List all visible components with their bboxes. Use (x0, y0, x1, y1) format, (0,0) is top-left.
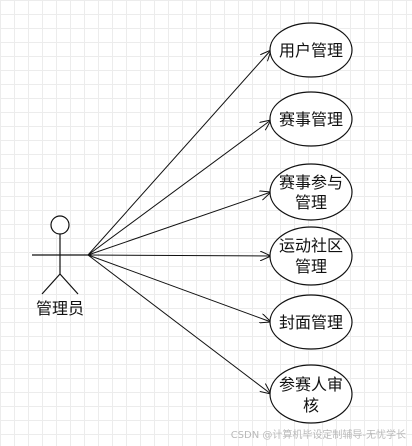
use-case-label: 用户管理 (279, 41, 343, 60)
use-case-label: 管理 (295, 257, 327, 276)
use-case-label: 赛事参与 (279, 173, 343, 192)
watermark: CSDN @计算机毕设定制辅导-无忧学长 (230, 430, 406, 441)
actor-label: 管理员 (36, 299, 84, 318)
association-arrow (87, 254, 271, 322)
association-arrow (87, 254, 271, 394)
actor-left-leg (41, 273, 61, 295)
use-case-user-mgmt: 用户管理 (269, 22, 353, 78)
use-case-label: 封面管理 (279, 313, 343, 332)
use-case-participant-review: 参赛人审 核 (269, 364, 353, 424)
use-case-cover-mgmt: 封面管理 (269, 294, 353, 350)
use-case-label: 赛事管理 (279, 110, 343, 129)
use-case-label: 运动社区 (279, 236, 343, 255)
use-case-match-participation-mgmt: 赛事参与 管理 (269, 163, 353, 221)
use-case-label: 参赛人审 (279, 375, 343, 394)
association-arrow (87, 192, 271, 256)
use-case-match-mgmt: 赛事管理 (269, 91, 353, 147)
associations (87, 50, 271, 394)
use-case-community-mgmt: 运动社区 管理 (269, 226, 353, 286)
association-arrow (87, 120, 271, 256)
use-case-label: 管理 (295, 193, 327, 212)
use-case-label: 核 (303, 396, 319, 415)
actor-head (50, 215, 70, 235)
actor-admin: 管理员 (32, 215, 88, 318)
association-arrow (87, 255, 271, 256)
association-arrow (87, 50, 271, 256)
actor-right-leg (59, 273, 79, 295)
